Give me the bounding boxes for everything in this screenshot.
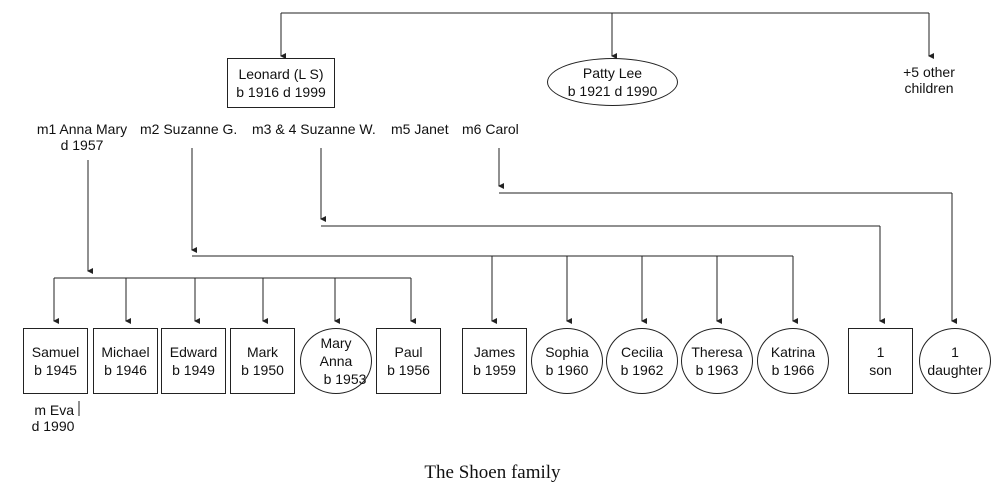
child-year: b 1966 <box>771 362 815 378</box>
other-children-line2: children <box>904 80 954 96</box>
child-paul: Paul b 1956 <box>376 328 441 394</box>
samuel-spouse-name: m Eva <box>34 402 74 418</box>
marriage-m5: m5 Janet <box>391 121 449 137</box>
child-name-2: Anna <box>319 353 353 369</box>
child-year: b 1960 <box>545 362 589 378</box>
child-son: 1 son <box>848 328 913 394</box>
marriage-m3-4: m3 & 4 Suzanne W. <box>252 121 376 137</box>
child-year: b 1963 <box>695 362 739 378</box>
child-mark: Mark b 1950 <box>230 328 295 394</box>
child-label: son <box>869 362 892 378</box>
child-name: Sophia <box>545 344 589 360</box>
marriage-m2: m2 Suzanne G. <box>140 121 238 137</box>
child-year: b 1949 <box>172 362 215 378</box>
child-theresa: Theresa b 1963 <box>681 328 753 394</box>
samuel-spouse: m Eva d 1990 <box>28 402 78 434</box>
other-children-label: +5 other children <box>896 64 962 96</box>
child-edward: Edward b 1949 <box>161 328 226 394</box>
diagram-title: The Shoen family <box>424 462 561 483</box>
other-children-line1: +5 other <box>903 64 955 80</box>
child-year: b 1959 <box>473 362 516 378</box>
child-samuel: Samuel b 1945 <box>23 328 88 394</box>
child-count: 1 <box>876 344 885 360</box>
child-name: James <box>473 344 516 360</box>
child-name: Michael <box>101 344 150 360</box>
child-sophia: Sophia b 1960 <box>531 328 603 394</box>
child-name: Samuel <box>31 344 80 360</box>
child-name-1: Mary <box>320 335 352 351</box>
child-year: b 1956 <box>387 362 430 378</box>
child-katrina: Katrina b 1966 <box>757 328 829 394</box>
child-year: b 1946 <box>104 362 147 378</box>
child-james: James b 1959 <box>462 328 527 394</box>
patty-node: Patty Lee b 1921 d 1990 <box>547 58 678 106</box>
child-year: b 1962 <box>620 362 664 378</box>
samuel-spouse-death: d 1990 <box>31 418 75 434</box>
leonard-node: Leonard (L S) b 1916 d 1999 <box>227 58 335 108</box>
child-cecilia: Cecilia b 1962 <box>606 328 678 394</box>
child-name: Cecilia <box>620 344 663 360</box>
child-name: Theresa <box>691 344 743 360</box>
child-count: 1 <box>951 344 959 360</box>
marriage-m6: m6 Carol <box>462 121 519 137</box>
child-label: daughter <box>927 362 983 378</box>
leonard-name: Leonard (L S) <box>238 66 324 82</box>
child-name: Paul <box>394 344 423 360</box>
child-year: b 1953 <box>323 371 367 387</box>
patty-dates: b 1921 d 1990 <box>567 83 658 99</box>
child-mary-anna: Mary Anna b 1953 <box>300 328 372 394</box>
child-michael: Michael b 1946 <box>93 328 158 394</box>
marriage-m1-death: d 1957 <box>60 137 104 153</box>
child-daughter: 1 daughter <box>919 328 991 394</box>
child-name: Mark <box>246 344 279 360</box>
child-name: Katrina <box>770 344 816 360</box>
child-name: Edward <box>169 344 218 360</box>
child-year: b 1945 <box>34 362 77 378</box>
marriage-m1: m1 Anna Mary d 1957 <box>33 121 131 153</box>
patty-name: Patty Lee <box>582 65 643 81</box>
child-year: b 1950 <box>241 362 284 378</box>
marriage-m1-name: m1 Anna Mary <box>36 121 128 137</box>
leonard-dates: b 1916 d 1999 <box>236 84 326 100</box>
